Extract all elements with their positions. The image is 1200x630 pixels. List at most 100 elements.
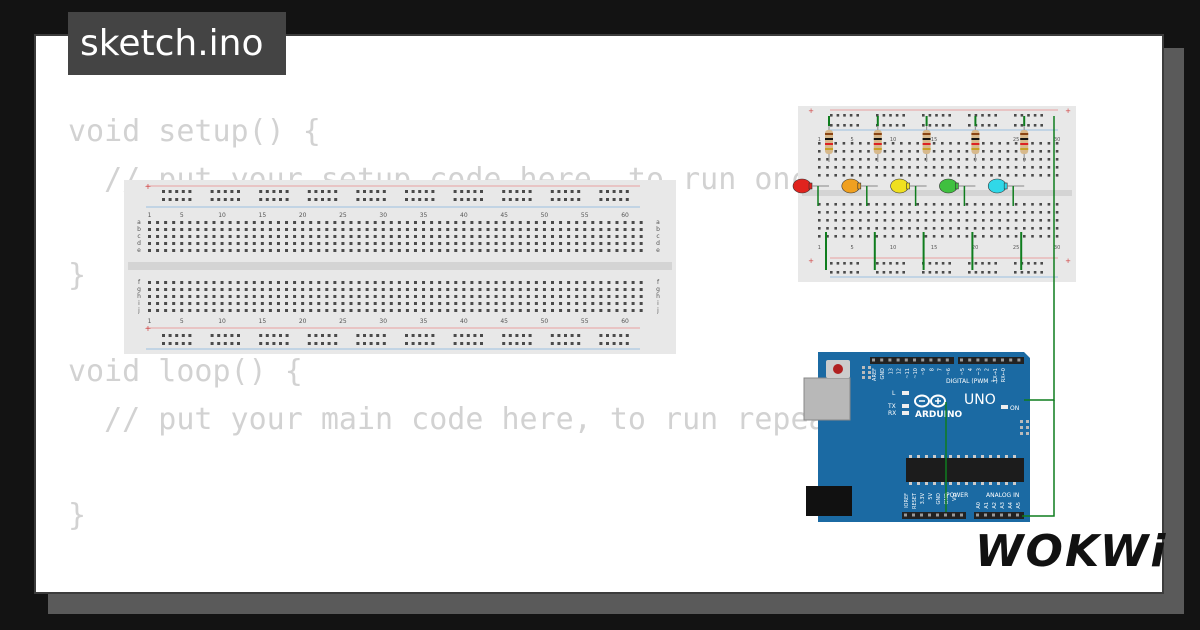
tx-led-label: TX <box>887 403 896 410</box>
row-letter: a <box>137 219 141 226</box>
usb-connector <box>803 377 851 421</box>
digital-pin-label: 7 <box>938 368 944 371</box>
column-number: 45 <box>500 318 508 325</box>
resistor-band <box>825 148 833 150</box>
column-number: 40 <box>460 212 468 219</box>
file-tab[interactable]: sketch.ino <box>68 12 286 75</box>
resistor-band <box>1020 148 1029 150</box>
column-number: 20 <box>972 245 978 251</box>
analog-label: ANALOG IN <box>986 492 1019 499</box>
code-line: void loop() { <box>68 354 303 389</box>
digital-pin-label: ~6 <box>946 368 952 375</box>
column-number: 30 <box>379 318 387 325</box>
resistor-band <box>971 143 980 145</box>
column-number: 5 <box>180 212 184 219</box>
power-pin-label: 5V <box>928 492 934 499</box>
led-rim <box>906 182 910 190</box>
digital-pin-label: GND <box>880 368 886 380</box>
power-pin-label: IOREF <box>904 493 910 508</box>
code-line: } <box>68 498 87 533</box>
breadboard-small-components[interactable]: ++++ <box>792 107 1071 270</box>
led <box>890 178 909 194</box>
row-letter: c <box>137 233 140 240</box>
analog-pin-label: A0 <box>976 502 982 509</box>
column-number: 15 <box>259 318 267 325</box>
breadboard-small-holes <box>818 114 1059 274</box>
analog-header <box>974 512 1024 519</box>
arduino-logo-icon <box>914 394 946 408</box>
column-number: 35 <box>420 212 428 219</box>
breadboard-large-holes <box>148 190 643 345</box>
digital-header-right <box>958 357 1024 364</box>
power-pin-label: RESET <box>912 492 918 509</box>
power-pin-label: GND <box>944 493 950 505</box>
row-letter: f <box>138 279 141 286</box>
row-letter: d <box>656 240 660 247</box>
wire-analog[interactable] <box>1022 400 1055 517</box>
row-letter: j <box>137 307 140 314</box>
row-letter: i <box>657 300 659 307</box>
on-led-label: ON <box>1010 405 1019 412</box>
breadboard-large[interactable]: 1155101015152020252530303535404045455050… <box>124 180 676 354</box>
column-number: 25 <box>339 212 347 219</box>
analog-pin-label: A3 <box>1000 502 1006 509</box>
row-letter: d <box>137 240 141 247</box>
row-letter: e <box>137 247 141 254</box>
column-number: 15 <box>931 245 937 251</box>
resistor-band <box>873 133 882 135</box>
plus-sign: + <box>145 182 152 191</box>
power-label: POWER <box>946 492 968 499</box>
row-letter: b <box>137 226 141 233</box>
led <box>939 178 958 194</box>
column-number: 1 <box>818 245 821 251</box>
digital-pin-label: ~10 <box>913 368 919 379</box>
column-number: 10 <box>218 212 226 219</box>
column-number: 30 <box>1054 137 1060 143</box>
digital-pin-label: TX→1 <box>993 368 999 383</box>
resistor-band <box>873 138 882 140</box>
row-letter: j <box>656 307 659 314</box>
resistor-band <box>1020 138 1029 140</box>
resistor-band <box>825 133 833 135</box>
column-number: 15 <box>259 212 267 219</box>
code-line: void setup() { <box>68 114 321 149</box>
digital-pin-label: AREF <box>872 368 878 381</box>
plus-sign: + <box>1065 107 1071 115</box>
column-number: 10 <box>890 245 896 251</box>
resistor-band <box>922 138 931 140</box>
analog-pin-label: A4 <box>1008 502 1014 509</box>
row-letter: g <box>137 286 141 293</box>
digital-pin-label: ~5 <box>960 368 966 375</box>
resistor-band <box>825 138 833 140</box>
analog-pin-label: A5 <box>1016 502 1022 509</box>
plus-sign: + <box>1065 257 1071 265</box>
column-number: 55 <box>581 212 589 219</box>
column-number: 5 <box>180 318 184 325</box>
column-number: 1 <box>818 137 821 143</box>
breadboard-small-channel <box>802 190 1072 196</box>
row-letter: b <box>656 226 660 233</box>
column-number: 25 <box>1013 245 1019 251</box>
digital-pin-label: ~3 <box>976 368 982 375</box>
led-rim <box>808 182 813 190</box>
reset-button-cap[interactable] <box>833 364 843 374</box>
column-number: 55 <box>581 318 589 325</box>
led <box>987 178 1007 194</box>
row-letter: i <box>138 300 140 307</box>
resistor-band <box>922 148 931 150</box>
plus-sign: + <box>145 324 152 333</box>
resistor-band <box>971 148 980 150</box>
resistor-band <box>971 133 980 135</box>
column-number: 35 <box>420 318 428 325</box>
arduino-brand: ARDUINO <box>915 410 963 420</box>
resistor-band <box>873 143 882 145</box>
breadboard-large-channel <box>128 262 672 270</box>
power-jack <box>806 486 852 516</box>
arduino-model: UNO <box>964 392 996 408</box>
power-pin-label: GND <box>936 493 942 505</box>
wires[interactable] <box>945 116 1055 517</box>
